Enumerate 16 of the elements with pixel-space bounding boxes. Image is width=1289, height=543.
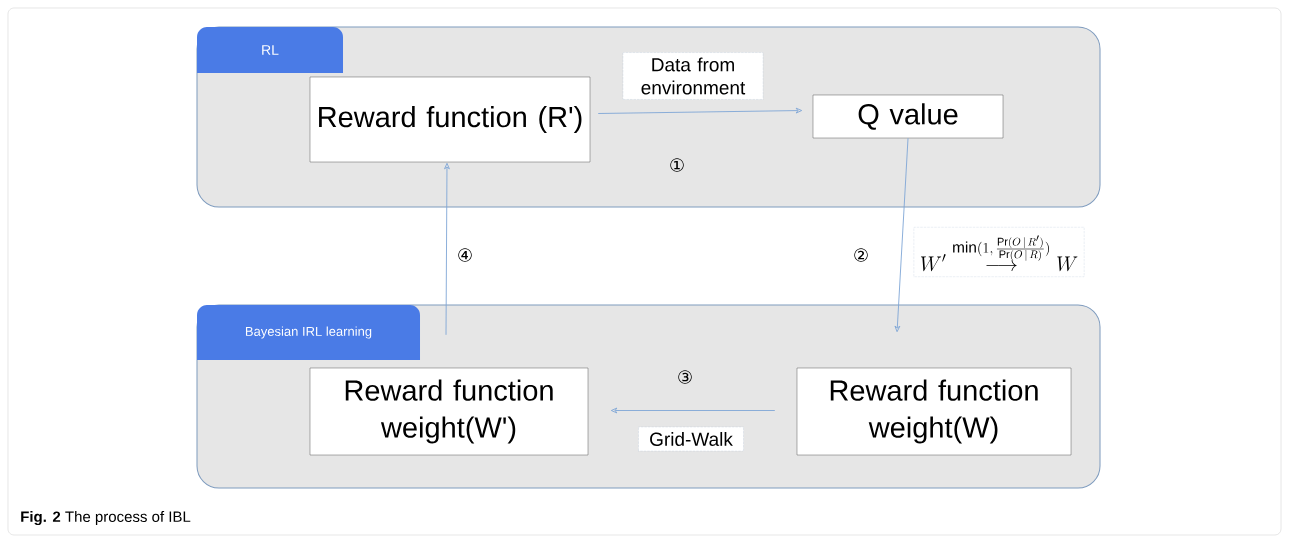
edge-label: Grid-Walk [638, 426, 744, 452]
caption: Fig. 2 The process of IBL [21, 511, 191, 526]
edge-label: Data from environment [622, 52, 764, 100]
step-number: ③ [678, 370, 692, 384]
arrow [894, 137, 909, 333]
process-box: Reward function weight(W) [796, 367, 1072, 456]
step-number: ④ [458, 248, 472, 262]
arrow [597, 107, 803, 114]
step-number: ① [670, 158, 684, 172]
process-box: Q value [812, 94, 1004, 139]
arrow [444, 162, 450, 336]
process-box: Reward function (R') [309, 76, 591, 163]
edge-label: $W'\overset{\min(1,\,\frac{\Pr(O\,|\,R')}{\Pr(O\,|\,R)})}{\longrightarrow}W$ [913, 227, 1085, 277]
process-box: Reward function weight(W') [309, 367, 589, 456]
step-number: ② [854, 248, 868, 262]
arrow [610, 407, 776, 414]
